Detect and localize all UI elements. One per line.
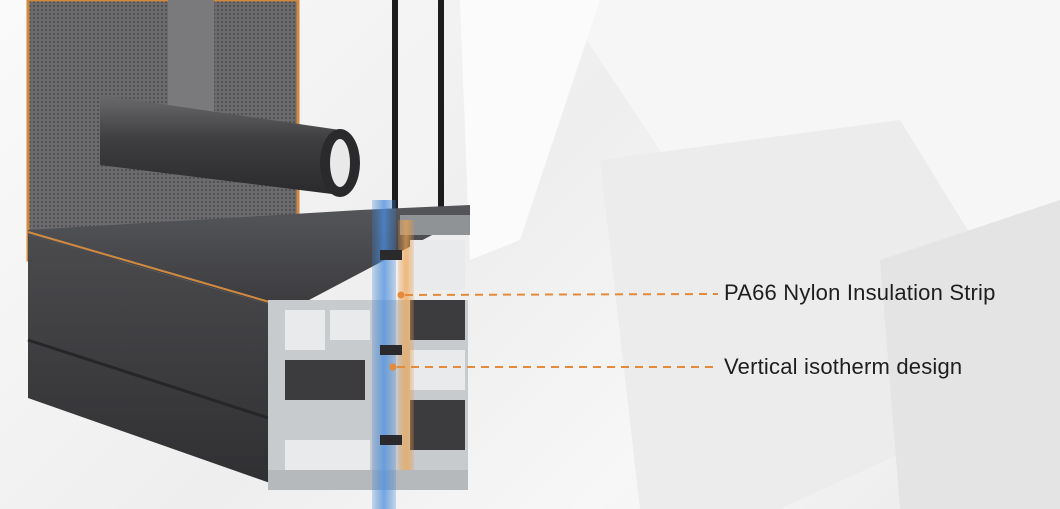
frame-top <box>28 205 470 310</box>
background-facet <box>880 200 1060 509</box>
glass-pane <box>392 0 398 215</box>
screen-inner-frame <box>168 0 214 120</box>
sash-tube <box>100 95 351 195</box>
insulation-strip <box>380 435 402 445</box>
frame-top-edge <box>27 231 291 309</box>
tube-end-inner <box>330 139 350 187</box>
callout-label-insulation-strip: PA66 Nylon Insulation Strip <box>724 280 996 305</box>
glass-gap <box>398 0 438 215</box>
callout-label-isotherm: Vertical isotherm design <box>724 354 963 379</box>
frame-front <box>28 235 290 490</box>
background-facet <box>460 0 600 260</box>
callout-dot-strip <box>397 291 405 299</box>
glass-pane <box>438 0 444 215</box>
callout-dot-isotherm <box>389 363 397 371</box>
thermal-break-orange <box>398 220 414 470</box>
frame-groove <box>27 338 291 427</box>
insulation-strip <box>380 250 402 260</box>
insulation-strip <box>380 345 402 355</box>
frame-profile-section <box>268 215 470 490</box>
callout-leader-strip <box>404 293 719 296</box>
